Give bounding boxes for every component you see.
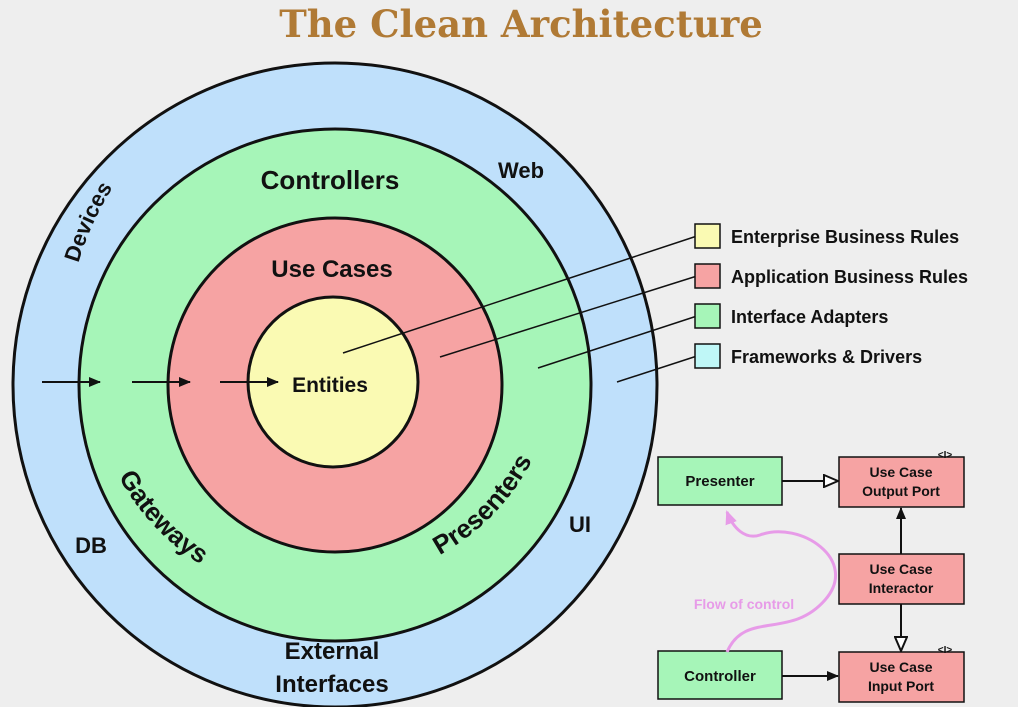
flow-of-control-label: Flow of control bbox=[694, 596, 794, 612]
external-interfaces-label-line2: Interfaces bbox=[275, 671, 388, 698]
output-port-label-line2: Output Port bbox=[862, 483, 940, 499]
legend-swatch-enterprise bbox=[694, 223, 721, 249]
use-cases-label: Use Cases bbox=[271, 256, 392, 283]
legend-label-adapters: Interface Adapters bbox=[731, 307, 888, 327]
presenter-box bbox=[657, 456, 783, 506]
interactor-label-line1: Use Case bbox=[869, 561, 932, 577]
presenter-box-label: Presenter bbox=[685, 473, 754, 490]
leader-line-frameworks bbox=[616, 355, 698, 383]
interactor-label-line2: Interactor bbox=[869, 580, 934, 596]
legend-label-application: Application Business Rules bbox=[731, 267, 968, 287]
output-port-box bbox=[838, 456, 965, 508]
controller-box bbox=[657, 650, 783, 700]
db-label: DB bbox=[75, 533, 107, 558]
output-port-interface-mark: <I> bbox=[938, 450, 953, 461]
interactor-box bbox=[838, 553, 965, 605]
leader-line-adapters bbox=[537, 315, 698, 369]
legend-swatch-adapters bbox=[694, 303, 721, 329]
legend-label-frameworks: Frameworks & Drivers bbox=[731, 347, 922, 367]
leader-line-application bbox=[439, 275, 698, 358]
external-interfaces-label-line1: External bbox=[285, 638, 380, 665]
web-label: Web bbox=[498, 158, 544, 183]
input-port-label-line1: Use Case bbox=[869, 659, 932, 675]
ui-label: UI bbox=[569, 512, 591, 537]
legend-swatch-application bbox=[694, 263, 721, 289]
flow-of-control-curve bbox=[725, 510, 837, 653]
entities-label: Entities bbox=[292, 374, 368, 397]
legend: Enterprise Business Rules Application Bu… bbox=[694, 223, 968, 369]
input-port-label-line2: Input Port bbox=[868, 678, 934, 694]
diagram-title: The Clean Architecture bbox=[279, 2, 763, 46]
controllers-label: Controllers bbox=[261, 165, 400, 195]
legend-label-enterprise: Enterprise Business Rules bbox=[731, 227, 959, 247]
output-port-label-line1: Use Case bbox=[869, 464, 932, 480]
leader-line-enterprise bbox=[342, 235, 698, 354]
controller-box-label: Controller bbox=[684, 668, 756, 685]
input-port-box bbox=[838, 651, 965, 703]
flow-of-control-diagram: Presenter Use Case Output Port <I> Use C… bbox=[657, 450, 965, 703]
legend-swatch-frameworks bbox=[694, 343, 721, 369]
input-port-interface-mark: <I> bbox=[938, 645, 953, 656]
